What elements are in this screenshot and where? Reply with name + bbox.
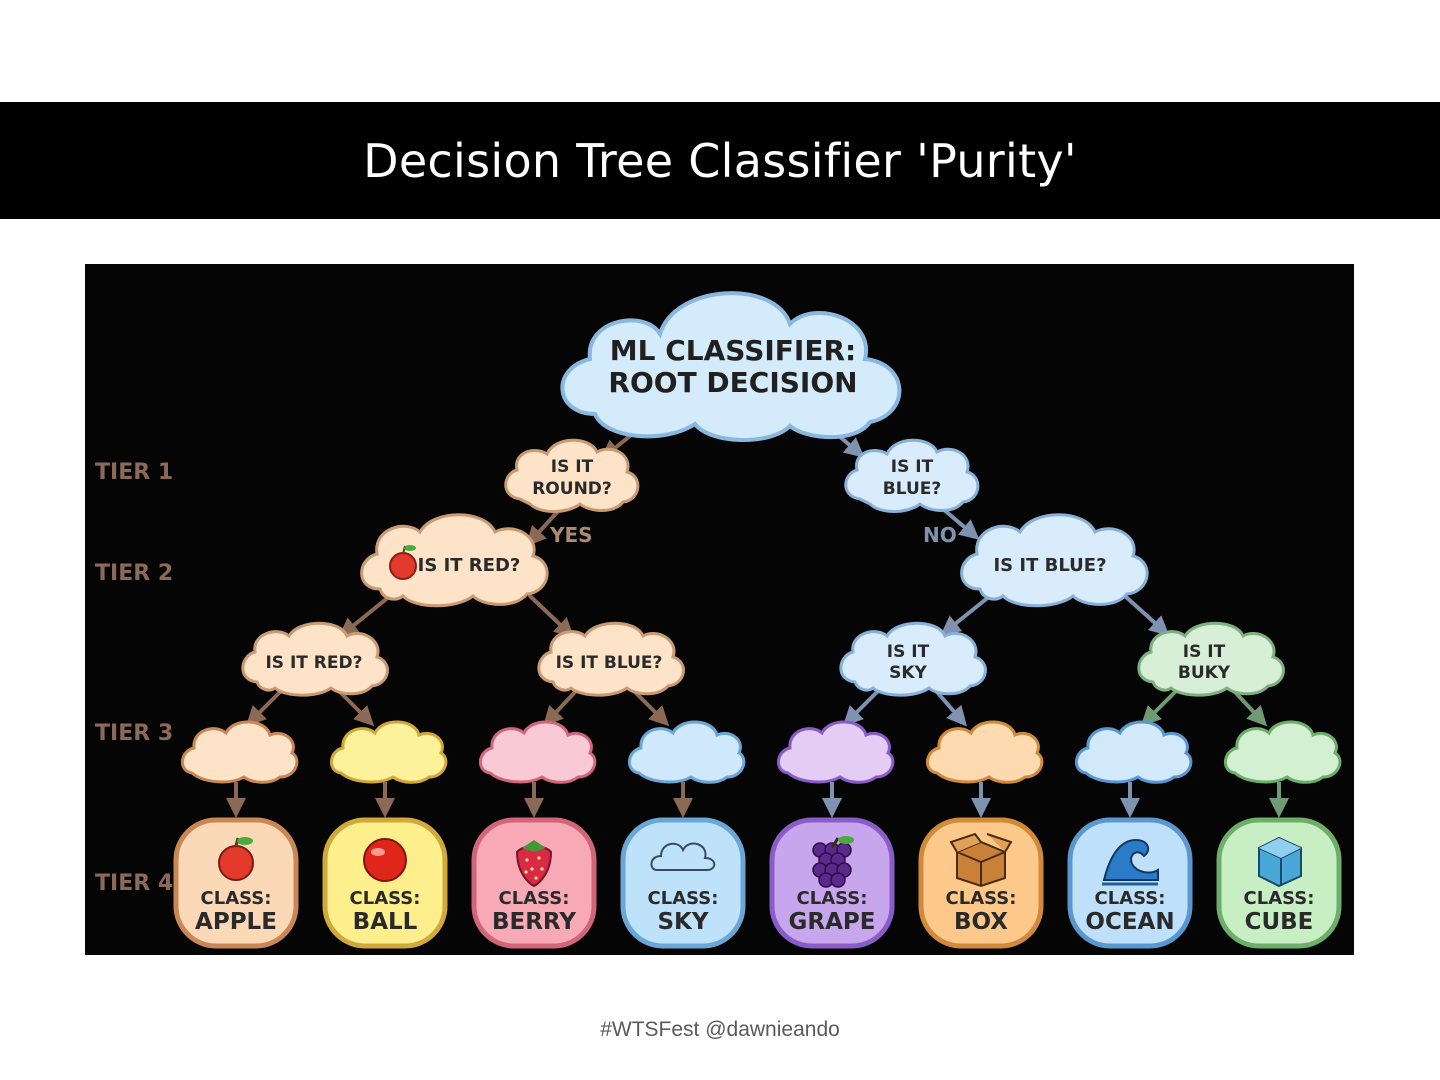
edge-t3-4 (635, 692, 665, 722)
edge-t3-7 (1145, 692, 1175, 722)
tier3-node-8 (1225, 722, 1339, 782)
branch-yes-label: YES (549, 523, 593, 547)
leaf-label-line2: APPLE (195, 909, 277, 935)
node-round-line1: IS IT (551, 457, 594, 477)
node-is-it-blue-2: IS IT BLUE? (962, 515, 1148, 606)
root-label-line2: ROOT DECISION (608, 366, 857, 399)
edge-t3-2 (340, 692, 370, 722)
leaf-label-line2: CUBE (1245, 909, 1314, 935)
node-blue2-label: IS IT BLUE? (993, 555, 1106, 576)
leaf-label-line2: BOX (954, 909, 1008, 935)
tier-label-4: TIER 4 (95, 871, 173, 896)
leaf-label-line2: SKY (657, 909, 708, 935)
footer-credit: #WTSFest @dawnieando (0, 1018, 1440, 1042)
leaf-label-line1: CLASS: (1244, 888, 1315, 909)
leaf-cube: CLASS:CUBE (1219, 820, 1339, 946)
node-is-it-red-sub: IS IT RED? (243, 623, 388, 695)
node-is-it-red-main: IS IT RED? (362, 515, 548, 606)
tier3-node-3 (480, 722, 594, 782)
tier3-node-6 (927, 722, 1041, 782)
diagram-panel: TIER 1 TIER 2 TIER 3 TIER 4 YES NO ML CL… (85, 264, 1354, 955)
slide-title: Decision Tree Classifier 'Purity' (363, 134, 1077, 188)
edge-t3-1 (250, 692, 280, 722)
node-is-it-buky: IS IT BUKY (1139, 623, 1284, 695)
edge-t3-3 (547, 692, 575, 722)
leaf-grape: CLASS:GRAPE (772, 820, 892, 946)
leaf-label-line1: CLASS: (946, 888, 1017, 909)
edge-t3-5 (847, 692, 877, 722)
tier3-node-4 (629, 722, 743, 782)
leaf-berry: CLASS:BERRY (474, 820, 594, 946)
decision-tree-diagram: TIER 1 TIER 2 TIER 3 TIER 4 YES NO ML CL… (85, 264, 1354, 955)
ball-icon (364, 839, 406, 881)
edge-t3-8 (1235, 692, 1263, 722)
edge-blue-buky (1125, 596, 1165, 632)
tier3-node-5 (778, 722, 892, 782)
node-sky-line1: IS IT (887, 642, 930, 662)
tier3-node-2 (331, 722, 445, 782)
leaf-label-line2: BALL (353, 909, 418, 935)
node-buky-line2: BUKY (1178, 663, 1231, 683)
leaf-label-line1: CLASS: (201, 888, 272, 909)
edge-red-red (343, 596, 390, 634)
node-blue-sub-label: IS IT BLUE? (556, 653, 663, 673)
node-is-it-blue-1: IS IT BLUE? (846, 440, 978, 511)
node-sky-line2: SKY (889, 663, 927, 683)
leaf-label-line2: BERRY (492, 909, 576, 935)
tier-label-1: TIER 1 (95, 460, 173, 485)
tier3-node-7 (1076, 722, 1190, 782)
node-blue1-line2: BLUE? (883, 479, 941, 499)
node-round-line2: ROUND? (532, 479, 612, 499)
root-node: ML CLASSIFIER: ROOT DECISION (562, 293, 899, 440)
leaf-label-line1: CLASS: (1095, 888, 1166, 909)
tier-label-2: TIER 2 (95, 561, 173, 586)
leaf-label-line2: GRAPE (789, 909, 876, 935)
leaf-apple: CLASS:APPLE (176, 820, 296, 946)
node-buky-line1: IS IT (1183, 642, 1226, 662)
leaf-label-line1: CLASS: (499, 888, 570, 909)
leaf-sky: CLASS:SKY (623, 820, 743, 946)
leaf-label-line1: CLASS: (797, 888, 868, 909)
node-is-it-blue-sub: IS IT BLUE? (539, 623, 684, 695)
title-bar: Decision Tree Classifier 'Purity' (0, 102, 1440, 219)
node-red-sub-label: IS IT RED? (265, 653, 362, 673)
edge-blue-sky (945, 596, 990, 632)
leaf-ocean: CLASS:OCEAN (1070, 820, 1190, 946)
cube-icon (1259, 838, 1301, 886)
node-red-main-label: IS IT RED? (418, 555, 521, 576)
node-is-it-sky: IS IT SKY (841, 623, 986, 695)
leaf-ball: CLASS:BALL (325, 820, 445, 946)
edge-t3-6 (937, 692, 963, 722)
root-label-line1: ML CLASSIFIER: (610, 334, 856, 367)
leaf-label-line2: OCEAN (1085, 909, 1174, 935)
box-icon (951, 834, 1011, 886)
leaf-label-line1: CLASS: (350, 888, 421, 909)
node-blue1-line1: IS IT (891, 457, 934, 477)
node-is-it-round: IS IT ROUND? (506, 440, 638, 511)
leaf-box: CLASS:BOX (921, 820, 1041, 946)
edge-red-blue (530, 596, 570, 634)
tier3-node-1 (182, 722, 296, 782)
tier-label-3: TIER 3 (95, 721, 173, 746)
branch-no-label: NO (923, 523, 957, 547)
leaf-label-line1: CLASS: (648, 888, 719, 909)
